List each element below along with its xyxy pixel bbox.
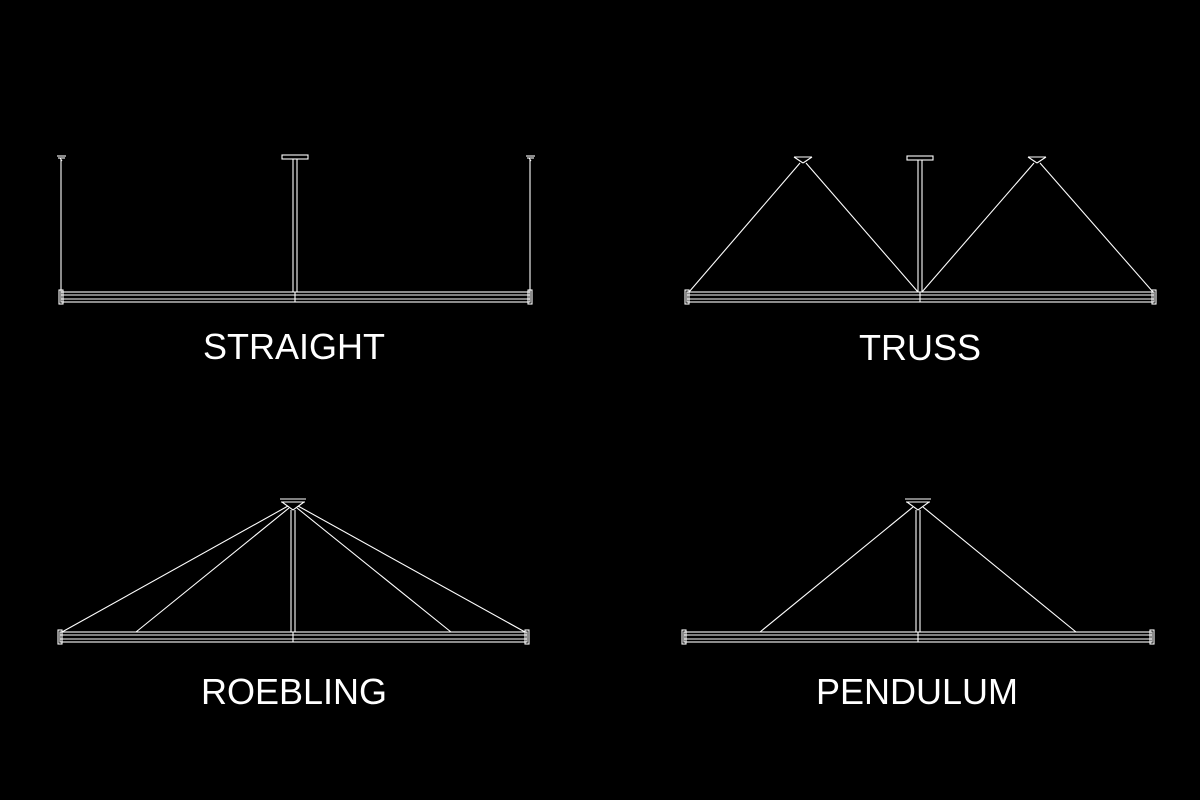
- truss-bar: [684, 289, 1157, 305]
- truss-cables: [688, 160, 1154, 293]
- roebling-cables: [61, 505, 526, 633]
- straight-fixture: STRAIGHT: [57, 154, 535, 367]
- label-truss: TRUSS: [859, 327, 981, 368]
- truss-center-canopy: [906, 155, 934, 161]
- label-roebling: ROEBLING: [201, 671, 387, 712]
- truss-left-canopy: [793, 156, 813, 164]
- roebling-fixture: ROEBLING: [57, 498, 530, 712]
- straight-bar: [58, 289, 533, 305]
- straight-center-canopy: [281, 154, 309, 160]
- label-pendulum: PENDULUM: [816, 671, 1018, 712]
- pendulum-cables: [759, 506, 1077, 633]
- truss-fixture: TRUSS: [684, 155, 1157, 368]
- truss-right-canopy: [1027, 156, 1047, 164]
- pendulum-bar: [681, 629, 1155, 645]
- straight-left-canopy: [57, 155, 66, 162]
- roebling-bar: [57, 629, 530, 645]
- pendulum-fixture: PENDULUM: [681, 498, 1155, 712]
- straight-right-canopy: [526, 155, 535, 162]
- pendulum-canopy: [905, 498, 931, 511]
- label-straight: STRAIGHT: [203, 326, 385, 367]
- straight-cables: [60, 159, 531, 292]
